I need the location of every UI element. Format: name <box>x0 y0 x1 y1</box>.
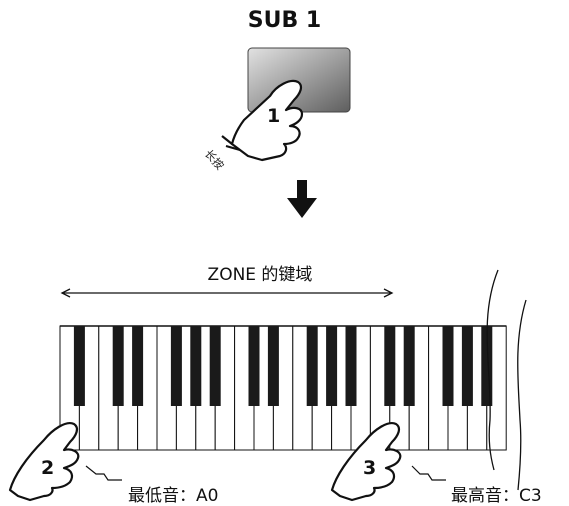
step-number-2: 2 <box>41 457 54 479</box>
keyboard-cut-lines <box>486 269 527 491</box>
black-key <box>267 326 279 406</box>
hand-icon-step2 <box>8 422 80 502</box>
black-key <box>209 326 221 406</box>
black-key <box>306 326 318 406</box>
lowest-note-label: 最低音：A0 <box>128 486 219 506</box>
hand-icon-step1 <box>221 79 304 162</box>
black-key <box>461 326 473 406</box>
zone-range-arrow <box>60 288 394 298</box>
black-key <box>481 326 493 406</box>
black-key <box>170 326 182 406</box>
black-key <box>403 326 415 406</box>
black-key <box>442 326 454 406</box>
hand-icon-step3 <box>330 422 402 502</box>
black-key <box>112 326 124 406</box>
black-key <box>132 326 144 406</box>
black-key <box>248 326 260 406</box>
zone-range-label: ZONE 的键域 <box>207 265 313 285</box>
black-key <box>190 326 202 406</box>
highest-note-label: 最高音：C3 <box>451 486 542 506</box>
black-key <box>73 326 85 406</box>
white-keys <box>59 325 507 451</box>
piano-keyboard <box>59 325 507 451</box>
black-key <box>384 326 396 406</box>
black-key <box>326 326 338 406</box>
step-number-3: 3 <box>363 457 376 479</box>
callout-lines <box>85 465 446 481</box>
sub1-title: SUB 1 <box>247 8 322 33</box>
step-number-1: 1 <box>267 105 280 127</box>
black-keys <box>73 326 493 406</box>
down-arrow-icon <box>287 180 317 218</box>
black-key <box>345 326 357 406</box>
